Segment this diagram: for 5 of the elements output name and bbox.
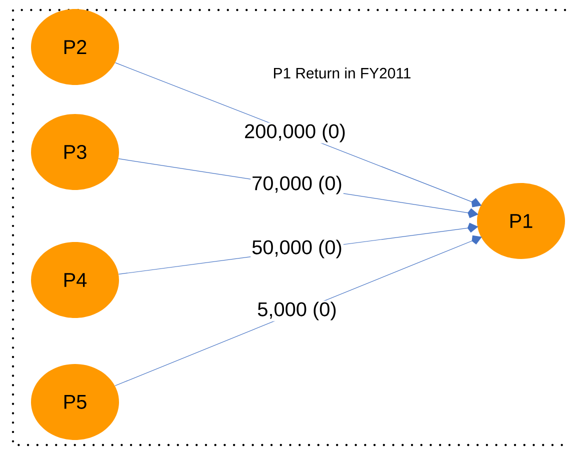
edge-label: 200,000 (0) bbox=[243, 122, 347, 144]
chart-title: P1 Return in FY2011 bbox=[274, 68, 410, 78]
edge-label: 70,000 (0) bbox=[250, 174, 344, 196]
edge-label: 50,000 (0) bbox=[250, 238, 344, 260]
edge-label: 5,000 (0) bbox=[256, 300, 338, 322]
